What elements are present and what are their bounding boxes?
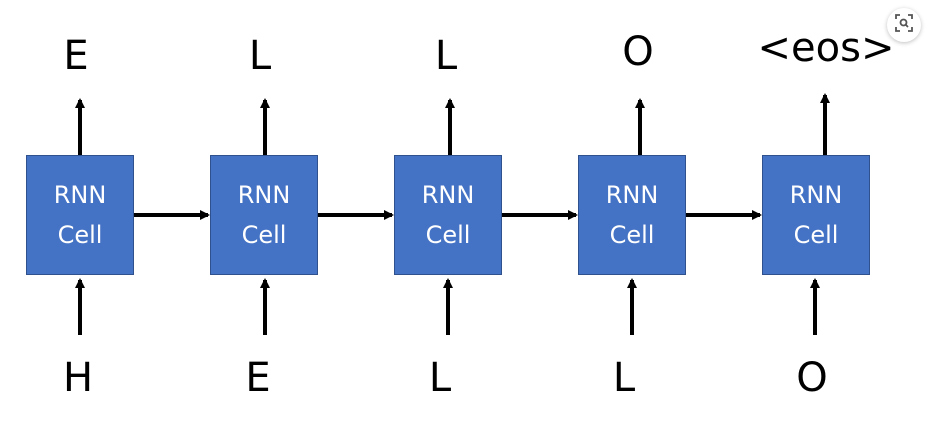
input-token-2: E	[245, 355, 271, 401]
lens-scan-icon	[894, 13, 914, 38]
rnn-cell-4: RNN Cell	[578, 155, 686, 275]
rnn-cell-3-line2: Cell	[425, 221, 471, 249]
rnn-cell-4-line2: Cell	[609, 221, 655, 249]
rnn-cell-5-line2: Cell	[793, 221, 839, 249]
rnn-cell-1-line2: Cell	[57, 221, 103, 249]
rnn-cell-1: RNN Cell	[26, 155, 134, 275]
rnn-cell-2-line1: RNN	[237, 181, 291, 209]
rnn-cell-2-line2: Cell	[241, 221, 287, 249]
rnn-cell-1-line1: RNN	[53, 181, 107, 209]
input-token-5: O	[796, 355, 828, 401]
rnn-cell-3: RNN Cell	[394, 155, 502, 275]
output-token-1: E	[63, 33, 89, 79]
rnn-cell-3-line1: RNN	[421, 181, 475, 209]
output-token-2: L	[248, 33, 272, 79]
output-token-5: <eos>	[757, 25, 895, 71]
input-token-1: H	[62, 355, 94, 401]
input-token-3: L	[428, 355, 452, 401]
input-token-4: L	[612, 355, 636, 401]
rnn-cell-5: RNN Cell	[762, 155, 870, 275]
output-token-4: O	[622, 29, 654, 75]
output-token-3: L	[434, 33, 458, 79]
rnn-cell-4-line1: RNN	[605, 181, 659, 209]
rnn-cell-2: RNN Cell	[210, 155, 318, 275]
visual-search-button[interactable]	[887, 8, 921, 42]
rnn-cell-5-line1: RNN	[789, 181, 843, 209]
